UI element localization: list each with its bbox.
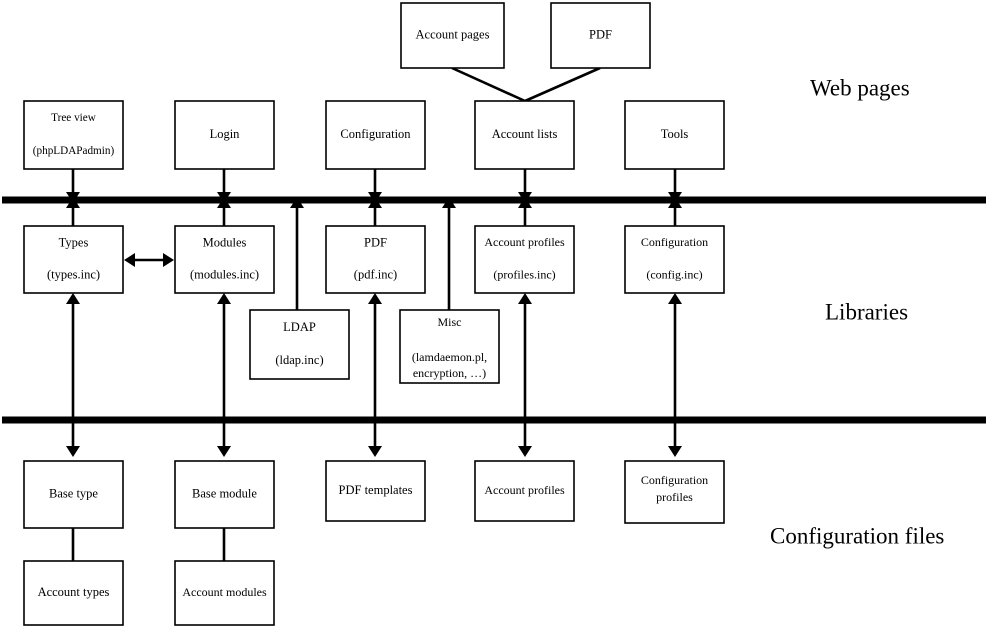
box-label: profiles	[656, 490, 693, 504]
box-label: Tree view	[51, 112, 97, 124]
box-label: Configuration	[641, 235, 708, 249]
box-types-lib: Types (types.inc)	[23, 225, 124, 294]
box-label: (types.inc)	[47, 267, 100, 281]
box-outline	[400, 2, 505, 69]
box-outline	[399, 309, 500, 384]
box-label: Configuration	[340, 127, 411, 141]
box-outline	[249, 309, 350, 380]
box-label: LDAP	[283, 320, 316, 334]
box-outline	[174, 100, 275, 170]
misc-to-bus	[442, 197, 456, 320]
box-misc-lib: Misc (lamdaemon.pl, encryption, …)	[399, 309, 500, 384]
box-account-pages: Account pages	[400, 2, 505, 69]
box-outline	[174, 225, 275, 294]
box-label: Account profiles	[484, 235, 565, 249]
box-outline	[624, 460, 725, 524]
box-label: Modules	[203, 235, 247, 249]
box-label: Account modules	[182, 585, 267, 599]
box-outline	[550, 2, 651, 69]
bus-to-account-profiles	[518, 418, 532, 457]
box-outline	[624, 225, 725, 294]
box-account-modules: Account modules	[174, 560, 275, 626]
bus-layer	[2, 196, 986, 424]
pdf-to-account-lists	[524, 66, 601, 103]
box-base-type: Base type	[23, 460, 124, 529]
box-outline	[23, 100, 124, 170]
box-outline	[174, 460, 275, 529]
box-account-profiles-cfg: Account profiles	[474, 460, 575, 522]
box-label: Login	[210, 127, 241, 141]
base-type-to-types	[66, 293, 80, 418]
box-label: encryption, …)	[413, 366, 486, 380]
box-pdf-lib: PDF (pdf.inc)	[325, 225, 426, 294]
box-modules-lib: Modules (modules.inc)	[174, 225, 275, 294]
box-label: Account types	[38, 585, 110, 599]
box-label: PDF	[589, 27, 612, 41]
box-label: Account pages	[416, 27, 490, 41]
box-outline	[23, 225, 124, 294]
acct-profiles-to-lib	[518, 293, 532, 418]
bus-to-pdf-templates	[368, 418, 382, 457]
box-label: Account profiles	[484, 483, 565, 497]
box-login: Login	[174, 100, 275, 170]
config-profiles-to-lib	[668, 293, 682, 418]
box-outline	[23, 460, 124, 529]
box-label: (profiles.inc)	[493, 267, 555, 281]
box-ldap-lib: LDAP (ldap.inc)	[249, 309, 350, 380]
tier-label-libraries: Libraries	[825, 299, 908, 324]
box-label: PDF	[364, 235, 387, 249]
base-module-to-modules	[217, 293, 231, 418]
box-outline	[23, 560, 124, 626]
box-label: (lamdaemon.pl,	[412, 350, 487, 364]
box-pdf-top: PDF	[550, 2, 651, 69]
box-label: (phpLDAPadmin)	[33, 145, 115, 157]
types-to-modules	[124, 253, 174, 267]
bus-to-config-profiles	[668, 418, 682, 457]
box-pdf-templates: PDF templates	[325, 460, 426, 522]
box-outline	[325, 100, 426, 170]
box-label: Account lists	[492, 127, 558, 141]
tier-label-web-pages: Web pages	[810, 75, 910, 100]
bus-to-base-type	[66, 418, 80, 457]
box-label: Types	[59, 235, 89, 249]
ldap-to-bus	[290, 197, 304, 310]
box-label: Misc	[438, 315, 462, 329]
box-label: Base type	[49, 486, 98, 500]
box-outline	[325, 225, 426, 294]
box-outline	[474, 225, 575, 294]
box-outline	[325, 460, 426, 522]
box-tools: Tools	[624, 100, 725, 170]
box-account-profiles-lib: Account profiles (profiles.inc)	[474, 225, 575, 294]
pdf-templates-to-pdf-lib	[368, 293, 382, 418]
box-account-types: Account types	[23, 560, 124, 626]
account-pages-to-account-lists	[451, 66, 526, 103]
box-configuration-page: Configuration	[325, 100, 426, 170]
box-label: Tools	[661, 127, 689, 141]
box-label: (config.inc)	[646, 267, 702, 281]
box-label: (ldap.inc)	[275, 353, 323, 367]
box-base-module: Base module	[174, 460, 275, 529]
box-label: (pdf.inc)	[354, 267, 397, 281]
box-tree-view: Tree view (phpLDAPadmin)	[23, 100, 124, 170]
box-configuration-lib: Configuration (config.inc)	[624, 225, 725, 294]
box-label: Configuration	[641, 473, 708, 487]
box-configuration-profiles: Configuration profiles	[624, 460, 725, 524]
box-outline	[474, 460, 575, 522]
bus-to-base-module	[217, 418, 231, 457]
box-label: (modules.inc)	[190, 267, 259, 281]
box-outline	[174, 560, 275, 626]
box-outline	[474, 100, 575, 170]
box-outline	[624, 100, 725, 170]
box-account-lists: Account lists	[474, 100, 575, 170]
tier-label-configuration-files: Configuration files	[770, 523, 944, 548]
box-label: Base module	[192, 486, 257, 500]
box-label: PDF templates	[339, 483, 413, 497]
